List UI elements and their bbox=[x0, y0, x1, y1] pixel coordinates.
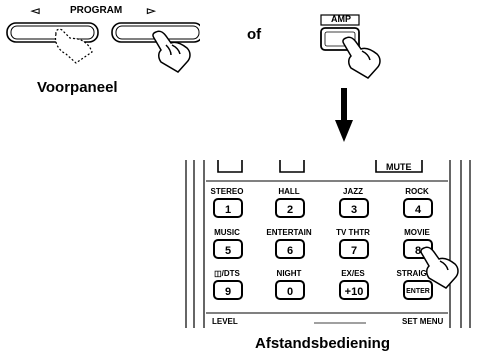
pressing-hand-icon bbox=[420, 246, 459, 289]
pressing-hand-icon bbox=[152, 30, 191, 73]
remote-control: MUTE STEREO 1 HALL 2 JAZZ 3 ROCK 4 MUSIC… bbox=[180, 160, 496, 330]
key-4-button[interactable]: 4 bbox=[403, 198, 433, 218]
remote-body-outline bbox=[185, 160, 471, 328]
key-0-button[interactable]: 0 bbox=[275, 280, 305, 300]
program-buttons-illustration bbox=[6, 22, 200, 73]
rows-0-2-label: JAZZ bbox=[343, 187, 363, 196]
program-left-button[interactable] bbox=[6, 22, 99, 43]
rows-1-1-label: ENTERTAIN bbox=[266, 228, 312, 237]
amp-button-group: AMP bbox=[318, 10, 398, 80]
rows-2-0-label: ◫/DTS bbox=[214, 269, 240, 278]
rows-2-1-label: NIGHT bbox=[276, 269, 302, 278]
level-label: LEVEL bbox=[212, 317, 238, 326]
amp-button-label[interactable]: AMP bbox=[331, 14, 351, 24]
dashed-hand-icon bbox=[54, 28, 93, 64]
key-6-button[interactable]: 6 bbox=[275, 239, 305, 259]
program-right-arrow: ▻ bbox=[147, 5, 156, 17]
rows-2-3-label: STRAIGHT bbox=[396, 269, 438, 278]
key-enter-button[interactable]: ENTER bbox=[403, 280, 433, 300]
remote-caption: Afstandsbediening bbox=[255, 335, 391, 352]
rows-0-3-label: ROCK bbox=[405, 187, 429, 196]
rows-1-3-label: MOVIE bbox=[404, 228, 430, 237]
down-arrow-icon bbox=[335, 88, 353, 142]
key-9-button[interactable]: 9 bbox=[213, 280, 243, 300]
key-3-button[interactable]: 3 bbox=[339, 198, 369, 218]
key-1-button[interactable]: 1 bbox=[213, 198, 243, 218]
rows-0-1-label: HALL bbox=[278, 187, 300, 196]
or-connector-text: of bbox=[247, 26, 262, 43]
key-5-button[interactable]: 5 bbox=[213, 239, 243, 259]
pressing-hand-icon bbox=[342, 36, 381, 79]
rows-0-0-label: STEREO bbox=[210, 187, 244, 196]
key-7-button[interactable]: 7 bbox=[339, 239, 369, 259]
rows-1-0-label: MUSIC bbox=[214, 228, 240, 237]
key-2-button[interactable]: 2 bbox=[275, 198, 305, 218]
rows-2-2-label: EX/ES bbox=[341, 269, 365, 278]
mute-label: MUTE bbox=[386, 162, 412, 172]
program-label: PROGRAM bbox=[70, 5, 123, 16]
rows-1-2-label: TV THTR bbox=[336, 228, 370, 237]
front-panel-caption: Voorpaneel bbox=[37, 79, 118, 96]
program-left-arrow: ◅ bbox=[31, 5, 40, 17]
key-plus10-button[interactable]: +10 bbox=[339, 280, 369, 300]
front-panel: ◅ PROGRAM ▻ Voorpaneel bbox=[0, 0, 200, 120]
set-menu-label: SET MENU bbox=[402, 317, 444, 326]
